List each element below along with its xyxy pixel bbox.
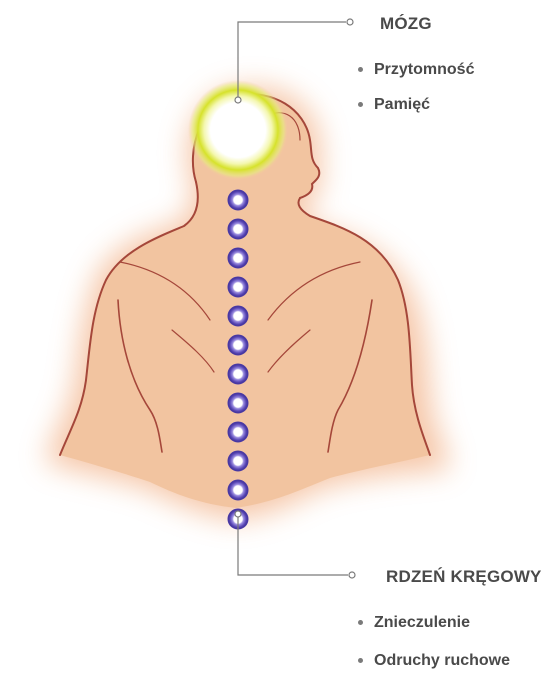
list-item: Przytomność bbox=[357, 61, 474, 79]
spinal-cord-function-label: Odruchy ruchowe bbox=[374, 652, 510, 669]
brain-title: MÓZG bbox=[380, 14, 432, 34]
spinal-cord-function-list: Znieczulenie Odruchy ruchowe bbox=[357, 614, 510, 673]
spine-leader-line bbox=[238, 516, 348, 575]
brain-leader-end bbox=[347, 19, 353, 25]
vertebra bbox=[228, 393, 248, 413]
brain-function-list: Przytomność Pamięć bbox=[357, 61, 474, 131]
spine-leader-start bbox=[235, 511, 241, 517]
bullet-icon bbox=[358, 620, 363, 625]
list-item: Znieczulenie bbox=[357, 614, 510, 632]
vertebra bbox=[228, 451, 248, 471]
bullet-icon bbox=[358, 67, 363, 72]
brain-function-label: Przytomność bbox=[374, 61, 474, 78]
vertebra bbox=[228, 306, 248, 326]
bullet-icon bbox=[358, 658, 363, 663]
vertebra bbox=[228, 422, 248, 442]
bullet-icon bbox=[358, 102, 363, 107]
vertebra bbox=[228, 480, 248, 500]
spine-leader-end bbox=[349, 572, 355, 578]
spinal-cord-function-label: Znieczulenie bbox=[374, 614, 470, 631]
brain-leader-start bbox=[235, 97, 241, 103]
list-item: Odruchy ruchowe bbox=[357, 652, 510, 670]
vertebra bbox=[228, 335, 248, 355]
vertebra bbox=[228, 219, 248, 239]
brain-function-label: Pamięć bbox=[374, 96, 430, 113]
spinal-cord-title: RDZEŃ KRĘGOWY bbox=[386, 567, 542, 587]
vertebra bbox=[228, 248, 248, 268]
vertebra bbox=[228, 190, 248, 210]
vertebra bbox=[228, 364, 248, 384]
list-item: Pamięć bbox=[357, 96, 474, 114]
vertebra bbox=[228, 277, 248, 297]
